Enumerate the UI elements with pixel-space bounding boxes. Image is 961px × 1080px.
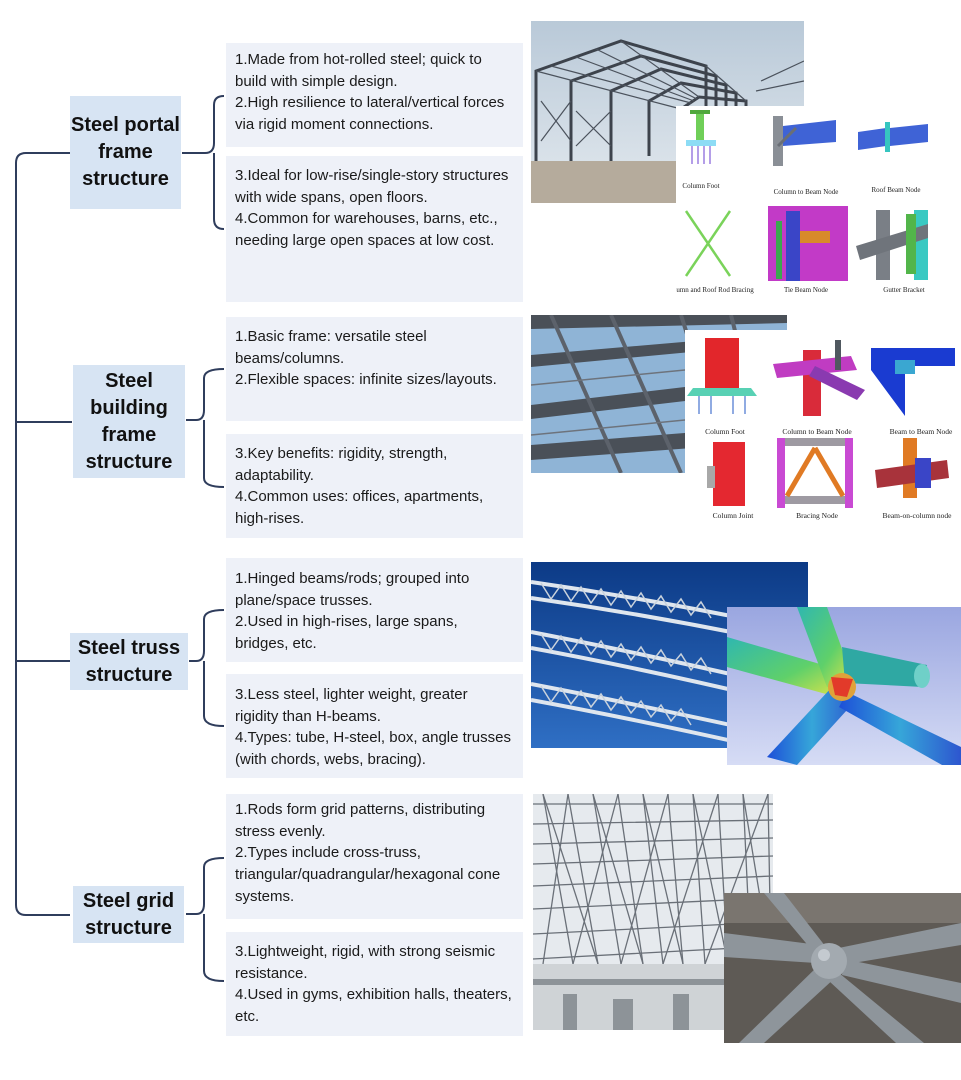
portal-frame-nodes-panel: Column Foot Column to Beam Node Roof Bea… (676, 106, 961, 298)
portal-point-1: 1.Made from hot-rolled steel; quick to b… (235, 51, 482, 90)
building-frame-title: Steel building frame structure (73, 365, 185, 478)
portal-point-2: 2.High resilience to lateral/vertical fo… (235, 94, 505, 134)
node-caption: Column and Roof Rod Bracing (676, 286, 754, 294)
building-point-3: 3.Key benefits: rigidity, strength, adap… (235, 445, 448, 484)
truss-point-3: 3.Less steel, lighter weight, greater ri… (235, 686, 468, 725)
grid-points-2: 3.Lightweight, rigid, with strong seismi… (226, 932, 523, 1036)
building-frame-points-1: 1.Basic frame: versatile steel beams/col… (226, 317, 523, 421)
bracket-building (186, 368, 225, 488)
rod-bracing-node-icon (684, 210, 732, 277)
building-frame-points-2: 3.Key benefits: rigidity, strength, adap… (226, 434, 523, 538)
building-frame-nodes-panel: Column Foot Column to Beam Node Beam to … (685, 330, 961, 526)
node-caption: Column to Beam Node (774, 188, 839, 196)
truss-point-2: 2.Used in high-rises, large spans, bridg… (235, 613, 458, 653)
column-to-beam-node-icon (773, 340, 865, 416)
grid-point-2: 2.Types include cross-truss, triangular/… (235, 844, 501, 905)
column-joint-node-icon (707, 442, 745, 506)
grid-point-1: 1.Rods form grid patterns, distributing … (235, 801, 486, 840)
grid-point-3: 3.Lightweight, rigid, with strong seismi… (235, 943, 496, 982)
building-point-2: 2.Flexible spaces: infinite sizes/layout… (235, 371, 497, 389)
portal-point-3: 3.Ideal for low-rise/single-story struct… (235, 167, 509, 206)
grid-ball-joint-photo (724, 893, 961, 1043)
bracket-grid (186, 857, 225, 982)
grid-points-1: 1.Rods form grid patterns, distributing … (226, 794, 523, 919)
grid-title: Steel grid structure (73, 886, 184, 943)
truss-point-1: 1.Hinged beams/rods; grouped into plane/… (235, 570, 470, 609)
gutter-bracket-node-icon (856, 210, 928, 280)
truss-point-4: 4.Types: tube, H-steel, box, angle truss… (235, 729, 511, 769)
portal-frame-points-2: 3.Ideal for low-rise/single-story struct… (226, 156, 523, 302)
building-point-1: 1.Basic frame: versatile steel beams/col… (235, 328, 427, 367)
main-trunk (15, 152, 70, 916)
node-caption: Column Foot (682, 182, 719, 190)
column-to-beam-node-icon (773, 116, 836, 166)
node-caption: Beam to Beam Node (890, 427, 953, 436)
tie-beam-node-icon (768, 206, 848, 281)
node-caption: Beam-on-column node (883, 511, 953, 520)
portal-point-4: 4.Common for warehouses, barns, etc., ne… (235, 210, 498, 250)
portal-frame-points-1: 1.Made from hot-rolled steel; quick to b… (226, 43, 523, 147)
truss-title: Steel truss structure (70, 633, 188, 690)
building-point-4: 4.Common uses: offices, apartments, high… (235, 488, 484, 528)
bracing-node-icon (777, 438, 853, 508)
node-caption: Bracing Node (796, 511, 839, 520)
beam-to-beam-node-icon (871, 348, 955, 416)
grid-point-4: 4.Used in gyms, exhibition halls, theate… (235, 986, 512, 1026)
truss-points-2: 3.Less steel, lighter weight, greater ri… (226, 674, 523, 778)
column-foot-node-icon (687, 338, 757, 414)
node-caption: Roof Beam Node (872, 186, 921, 194)
truss-node-stress-analysis (727, 607, 961, 765)
truss-points-1: 1.Hinged beams/rods; grouped into plane/… (226, 558, 523, 662)
node-caption: Gutter Bracket (883, 286, 924, 294)
node-caption: Tie Beam Node (784, 286, 828, 294)
roof-beam-node-icon (858, 122, 928, 152)
bracket-portal (182, 95, 225, 230)
node-caption: Column Joint (713, 511, 755, 520)
beam-on-column-node-icon (875, 438, 949, 498)
node-caption: Column to Beam Node (782, 427, 852, 436)
portal-frame-title: Steel portal frame structure (70, 96, 181, 209)
column-foot-node-icon (686, 110, 716, 164)
node-caption: Column Foot (705, 427, 746, 436)
bracket-truss (189, 609, 225, 727)
